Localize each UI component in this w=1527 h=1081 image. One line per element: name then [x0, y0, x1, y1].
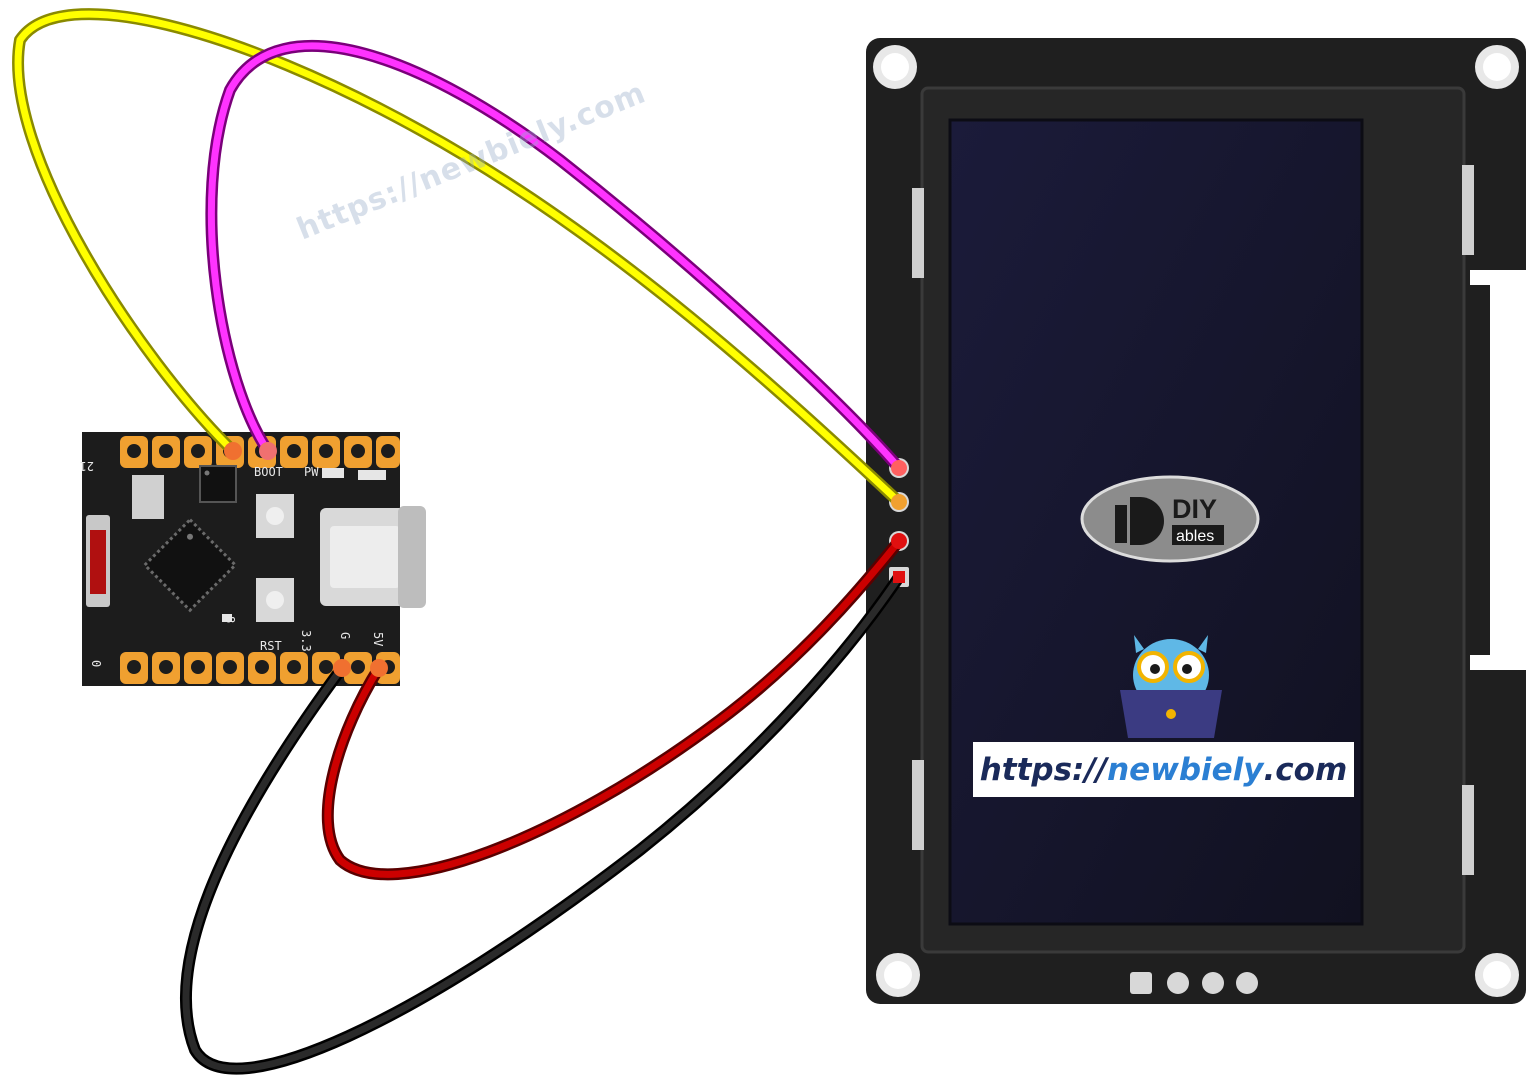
diyables-logo: DIY ables	[1080, 475, 1260, 563]
oled-bottom-pin-1	[1130, 972, 1152, 994]
pin-label-0: 0	[89, 660, 103, 667]
pin-label-3v3: 3.3	[299, 630, 313, 652]
owl-mascot-icon	[1120, 635, 1222, 738]
pw-label: PW	[304, 465, 319, 479]
banner-prefix: https://	[979, 751, 1108, 788]
logo-diy-text: DIY	[1172, 494, 1217, 524]
mcu-chip	[142, 517, 238, 613]
banner-suffix: .com	[1263, 751, 1348, 788]
pin-label-g: G	[338, 632, 352, 639]
oled-bottom-pin-2	[1167, 972, 1189, 994]
pin-label-5v: 5V	[371, 632, 385, 646]
wires	[12, 8, 905, 1075]
rst-label: RST	[260, 639, 282, 653]
boot-label: BOOT	[254, 465, 283, 479]
pin-label-21: 21	[80, 459, 94, 473]
esp32-c3-board: 21 0 BOOT PW RST 3.3 G 5V 8	[80, 432, 426, 686]
crystal	[132, 475, 164, 519]
power-led	[322, 468, 344, 478]
wire-ends	[224, 442, 907, 677]
oled-bottom-pin-3	[1202, 972, 1224, 994]
banner-domain: newbiely	[1107, 751, 1264, 788]
pin-label-8: 8	[223, 616, 237, 623]
logo-ables-text: ables	[1176, 528, 1214, 545]
url-banner: https://newbiely.com	[973, 742, 1354, 797]
bottom-pin-row	[120, 652, 400, 684]
oled-bottom-pin-4	[1236, 972, 1258, 994]
